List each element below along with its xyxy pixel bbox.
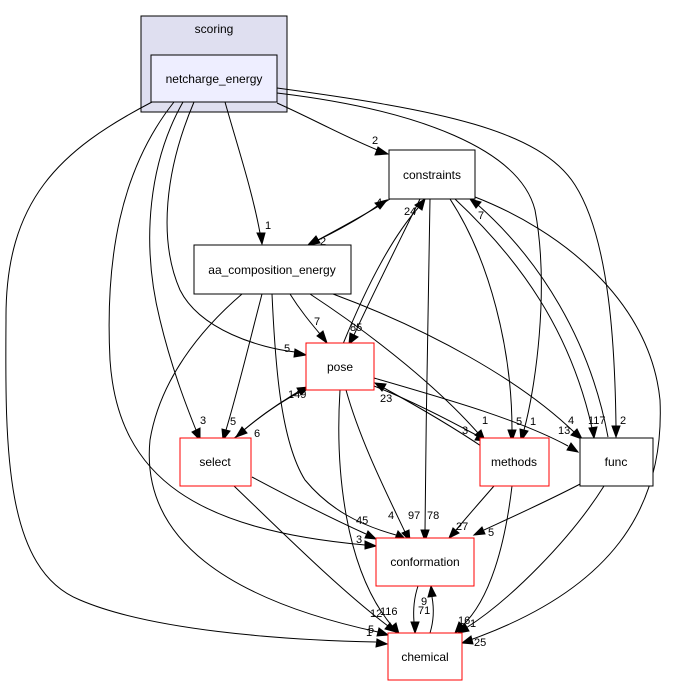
edge-label: 2 [372,135,378,147]
edge-conformation-chemical: 71 [410,585,430,635]
cluster-label: scoring [195,22,234,36]
edge-constraints-func: 1 1 7 [454,198,606,440]
edge-label: 4 [376,197,382,209]
edge-label: 85 [350,322,362,334]
node-label: pose [327,360,353,374]
edge-label: 7 [478,210,484,222]
edge-aa-composition-func: 4 [332,293,584,440]
edge-label: 7 [314,316,320,328]
node-conformation[interactable]: conformation [375,537,475,587]
edge-chemical-conformation: 9 [421,584,437,634]
edge-label: 97 [408,510,420,522]
edge-label: 3 [200,415,206,427]
edge-label: 12 [370,608,382,620]
node-label: netcharge_energy [166,72,263,86]
edge-label: 3 [462,425,468,437]
edge-methods-pose: 23 [373,382,485,449]
edge-label: 1 [530,416,536,428]
edge-select-conformation: 45 [251,476,378,540]
edge-netcharge-methods: 1 [276,92,542,443]
edge-label: 23 [380,393,392,405]
edge-label: 5 [284,343,290,355]
edge-constraints-methods: 5 [449,198,522,443]
edge-label: 2 [320,236,326,248]
node-label: methods [491,455,537,469]
edge-label: 3 [356,534,362,546]
edge-aa-composition-select: 5 [221,293,263,442]
node-netcharge-energy[interactable]: netcharge_energy [150,54,278,103]
node-pose[interactable]: pose [305,342,375,391]
nodes: netcharge_energy constraints aa_composit… [150,54,654,681]
edge-pose-constraints: 85 [342,197,426,345]
edge-label: 78 [427,510,439,522]
edge-netcharge-conformation: 3 [108,101,378,550]
edge-label: 27 [456,521,468,533]
edge-pose-chemical: 116 [338,389,400,636]
node-label: aa_composition_energy [208,263,335,277]
node-select[interactable]: select [179,437,252,487]
edge-select-chemical: 12 [233,485,398,633]
node-func[interactable]: func [579,437,654,487]
node-methods[interactable]: methods [479,437,550,487]
edge-label: 149 [288,389,306,401]
edge-constraints-aa-composition: 2 [306,198,391,248]
edge-func-chemical: 1 [456,485,605,634]
node-label: chemical [401,650,448,664]
edge-pose-conformation: 97 [345,389,420,543]
edge-netcharge-aa-composition: 1 [224,101,271,246]
node-constraints[interactable]: constraints [388,149,476,200]
edge-label: 4 [388,510,394,522]
edge-label: 71 [418,605,430,617]
edge-netcharge-pose: 5 [166,101,308,358]
edge-label: 24 [404,206,416,218]
edge-label: 2 [620,415,626,427]
edge-label: 1 [366,627,372,639]
edge-label: 1 [482,415,488,427]
edge-func-constraints: 7 [468,198,609,438]
edge-label: 1 [265,220,271,232]
edge-label: 5 [230,416,236,428]
node-label: constraints [403,168,461,182]
edge-label: 16 [458,615,470,627]
edge-pose-func: 13 [373,377,580,453]
edges: 2 1 5 3 1 2 [5,87,661,649]
edge-label: 117 [588,415,606,427]
edge-label: 116 [380,606,398,618]
edge-aa-composition-constraints: 4 [309,197,389,245]
edge-label: 5 [488,527,494,539]
edge-constraints-conformation: 78 [420,198,439,543]
edge-label: 5 [516,416,522,428]
edge-aa-composition-pose: 7 [289,293,328,345]
node-label: select [199,455,231,469]
edge-methods-chemical: 16 [454,485,513,635]
node-label: conformation [390,555,459,569]
node-aa-composition-energy[interactable]: aa_composition_energy [193,244,352,295]
edge-label: 4 [568,415,574,427]
edge-label: 13 [558,425,570,437]
edge-netcharge-constraints: 2 [276,102,390,156]
edge-aa-composition-chemical: 1 [148,293,390,639]
edge-constraints-chemical: 25 [460,196,661,649]
edge-methods-conformation: 27 [448,485,495,540]
edge-label: 45 [356,515,368,527]
edge-func-conformation: 5 [472,481,585,539]
edge-netcharge-select: 3 [149,101,206,442]
edge-label: 9 [421,596,427,608]
edge-label: 25 [474,637,486,649]
edge-select-pose: 149 [231,386,311,441]
edge-label: 1 [470,618,476,630]
edge-netcharge-func: 2 [276,87,626,439]
edge-label: 6 [254,428,260,440]
node-chemical[interactable]: chemical [387,632,463,681]
node-label: func [605,455,628,469]
